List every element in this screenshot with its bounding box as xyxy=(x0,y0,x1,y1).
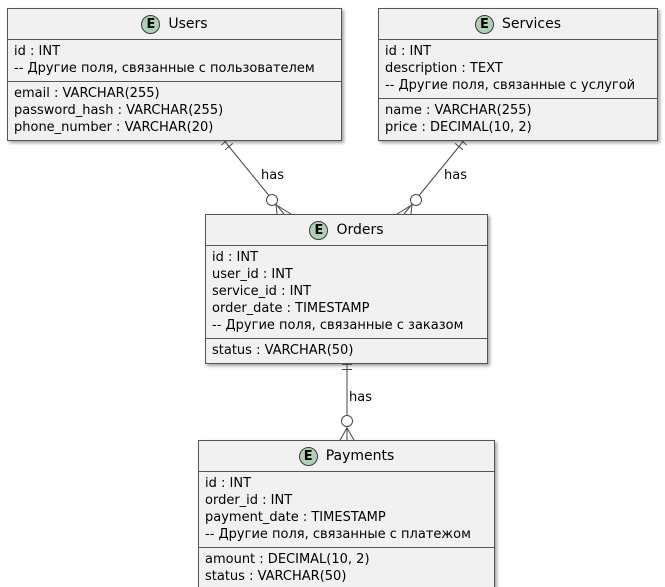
field-row: id : INT xyxy=(385,44,432,59)
entity-services-keys-section: id : INT description : TEXT -- Другие по… xyxy=(379,40,657,98)
relationship-label: has xyxy=(349,390,372,405)
entity-stereotype-icon: E xyxy=(141,14,161,34)
field-row: service_id : INT xyxy=(212,284,312,299)
field-row: status : VARCHAR(50) xyxy=(212,343,354,358)
entity-users-keys-section: id : INT -- Другие поля, связанные с пол… xyxy=(8,40,341,81)
field-row: -- Другие поля, связанные с услугой xyxy=(385,78,636,93)
entity-orders-header: E Orders xyxy=(206,215,487,246)
field-row: password_hash : VARCHAR(255) xyxy=(14,103,224,118)
entity-orders: E Orders id : INT user_id : INT service_… xyxy=(205,214,488,364)
entity-services-fields-section: name : VARCHAR(255) price : DECIMAL(10, … xyxy=(379,98,657,140)
exactly-one-tick-icon xyxy=(224,143,234,151)
field-row: description : TEXT xyxy=(385,61,503,76)
field-row: payment_date : TIMESTAMP xyxy=(205,510,386,525)
crow-foot-icon xyxy=(396,204,413,215)
entity-orders-keys-section: id : INT user_id : INT service_id : INT … xyxy=(206,246,487,338)
field-row: id : INT xyxy=(212,250,259,265)
entity-orders-title: Orders xyxy=(336,222,384,238)
field-row: user_id : INT xyxy=(212,267,293,282)
field-row: status : VARCHAR(50) xyxy=(205,569,347,584)
entity-services-header: E Services xyxy=(379,9,657,40)
entity-services-title: Services xyxy=(501,16,562,32)
entity-stereotype-icon: E xyxy=(474,14,494,34)
exactly-one-tick-icon xyxy=(454,143,464,151)
entity-stereotype-icon: E xyxy=(298,446,318,466)
crow-foot-icon xyxy=(339,427,355,441)
field-row: id : INT xyxy=(14,44,61,59)
entity-services: E Services id : INT description : TEXT -… xyxy=(378,8,658,141)
field-row: phone_number : VARCHAR(20) xyxy=(14,120,214,135)
zero-circle-icon xyxy=(341,415,353,427)
zero-circle-icon xyxy=(266,194,278,206)
relationship-label: has xyxy=(444,168,467,183)
entity-users-title: Users xyxy=(168,16,208,32)
crow-foot-icon xyxy=(275,204,292,215)
entity-payments-keys-section: id : INT order_id : INT payment_date : T… xyxy=(199,472,494,547)
field-row: amount : DECIMAL(10, 2) xyxy=(205,552,370,567)
field-row: name : VARCHAR(255) xyxy=(385,103,532,118)
entity-payments-header: E Payments xyxy=(199,441,494,472)
field-row: -- Другие поля, связанные с платежом xyxy=(205,527,471,542)
relationship-users-orders: has xyxy=(220,137,292,215)
entity-users: E Users id : INT -- Другие поля, связанн… xyxy=(7,8,342,141)
field-row: -- Другие поля, связанные с заказом xyxy=(212,318,464,333)
relationship-orders-payments: has xyxy=(339,360,372,441)
relationship-label: has xyxy=(261,168,284,183)
relationship-services-orders: has xyxy=(396,137,467,215)
field-row: price : DECIMAL(10, 2) xyxy=(385,120,532,135)
entity-payments: E Payments id : INT order_id : INT payme… xyxy=(198,440,495,587)
entity-payments-fields-section: amount : DECIMAL(10, 2) status : VARCHAR… xyxy=(199,547,494,587)
entity-users-fields-section: email : VARCHAR(255) password_hash : VAR… xyxy=(8,81,341,140)
field-row: order_date : TIMESTAMP xyxy=(212,301,370,316)
field-row: id : INT xyxy=(205,476,252,491)
field-row: order_id : INT xyxy=(205,493,293,508)
entity-stereotype-icon: E xyxy=(309,220,329,240)
entity-payments-title: Payments xyxy=(325,448,395,464)
entity-orders-fields-section: status : VARCHAR(50) xyxy=(206,338,487,363)
field-row: -- Другие поля, связанные с пользователе… xyxy=(14,61,315,76)
field-row: email : VARCHAR(255) xyxy=(14,86,160,101)
zero-circle-icon xyxy=(410,194,422,206)
entity-users-header: E Users xyxy=(8,9,341,40)
